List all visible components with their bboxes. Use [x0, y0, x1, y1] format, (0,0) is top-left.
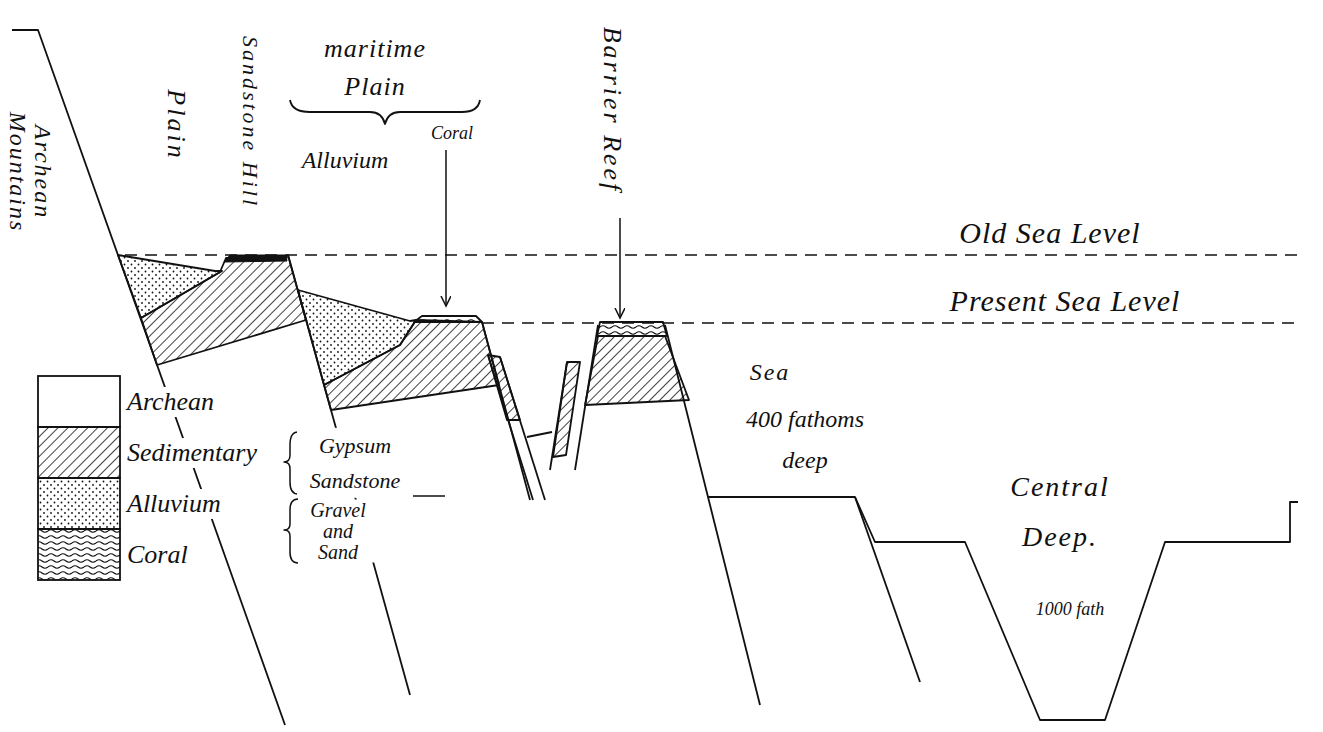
mountain-label: Archean Mountains	[5, 107, 55, 237]
plain-label: maritime Plain	[310, 30, 440, 105]
pointer-arrow	[445, 150, 447, 306]
sea-bed	[527, 432, 552, 437]
legend-label: Alluvium	[125, 489, 223, 519]
sediment-layer	[585, 336, 689, 405]
depth-label: 1000 fath	[1036, 600, 1105, 620]
coral-label: Coral	[431, 124, 473, 144]
legend-swatch	[38, 529, 120, 580]
legend-label: Archean	[125, 387, 216, 417]
legend-label: Sedimentary	[125, 438, 259, 468]
brace	[290, 100, 480, 124]
legend-label: Coral	[125, 540, 190, 570]
legend-swatch	[38, 376, 120, 427]
sea-label: Sea	[750, 359, 791, 385]
coral-cap	[414, 316, 482, 322]
alluvium-label: Alluvium	[302, 147, 389, 173]
sediment-layer	[324, 320, 499, 410]
depth-label: 400 fathoms deep	[725, 399, 885, 481]
fault-line	[550, 362, 567, 470]
coral-cap	[597, 322, 667, 336]
rock-type-label: Gravel and Sand	[300, 500, 376, 563]
reef-label: Barrier Reef	[598, 27, 627, 194]
brace	[284, 499, 298, 563]
legend-swatch	[38, 427, 120, 478]
rock-type-label: Gypsum Sandstone	[297, 428, 413, 498]
sea-floor	[1175, 502, 1298, 542]
fault-line	[855, 497, 920, 682]
fault-line	[575, 325, 598, 470]
sediment-layer	[141, 255, 306, 365]
sea-level-label: Present Sea Level	[950, 284, 1181, 317]
deep-label: Central Deep.	[995, 462, 1125, 563]
legend-swatch	[38, 478, 120, 529]
hill-label: Sandstone Hill	[238, 36, 262, 208]
fault-line	[488, 355, 533, 500]
plain-label: Plain	[162, 89, 191, 160]
fault-line	[665, 325, 760, 705]
sea-level-label: Old Sea Level	[959, 216, 1140, 249]
old-sea-level	[125, 254, 1300, 256]
sea-floor	[708, 497, 1270, 720]
brace	[284, 432, 298, 494]
fault-line	[500, 357, 545, 500]
sandstone-hill-cap	[224, 255, 287, 262]
sediment-sliver	[553, 362, 580, 457]
pointer-arrow	[619, 218, 621, 318]
sediment-sliver	[488, 355, 520, 420]
